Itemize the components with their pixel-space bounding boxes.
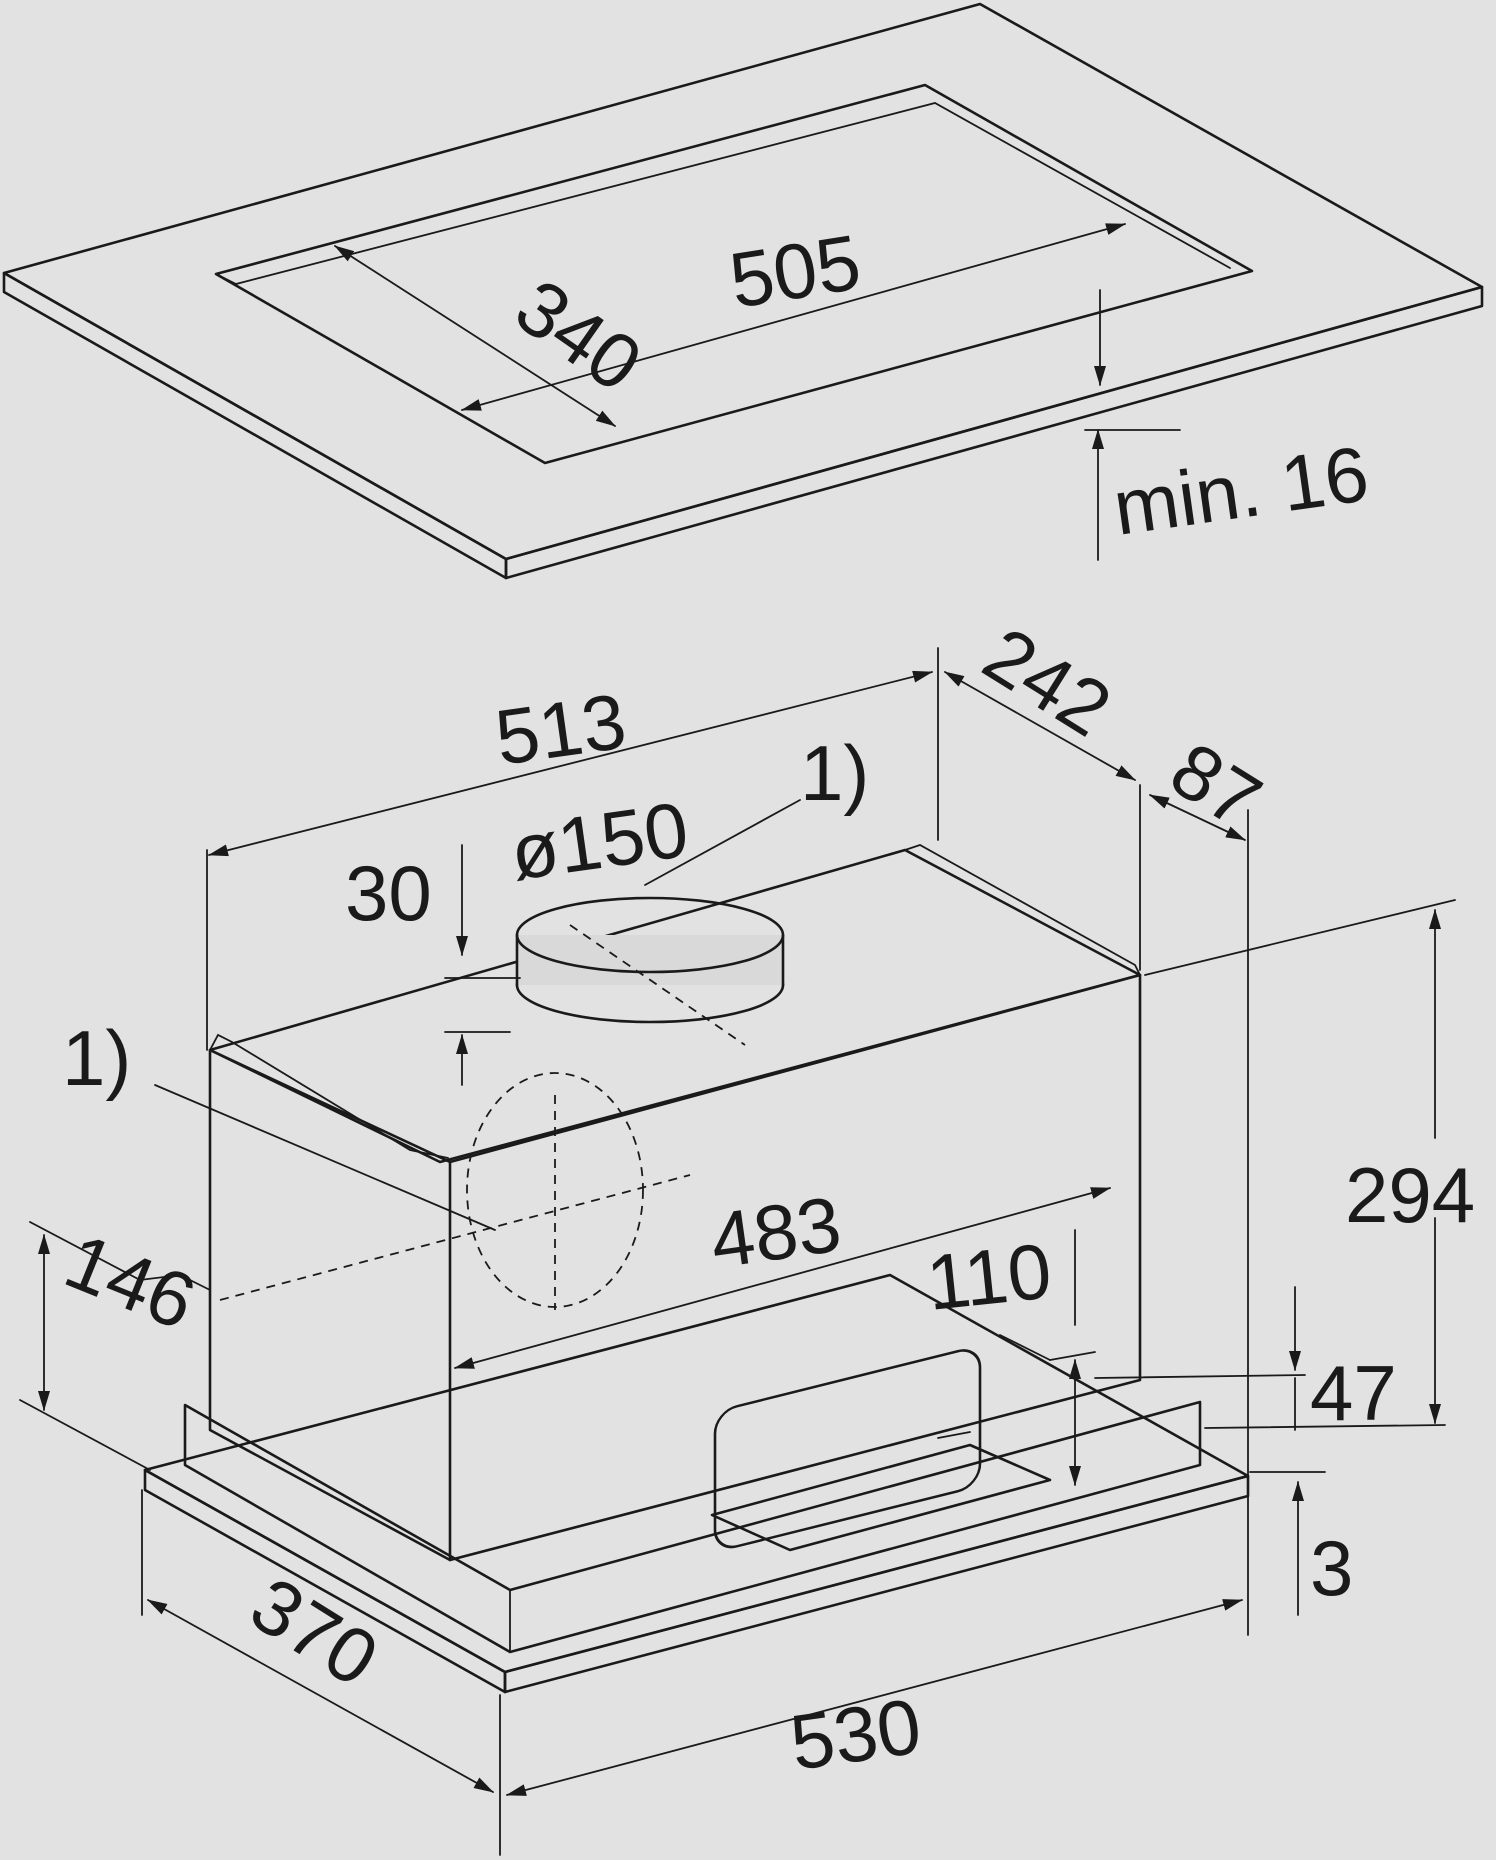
grip-base [710, 1443, 1052, 1552]
dim47-ext-top [1094, 1374, 1306, 1379]
dim110-ext-top2 [1049, 1351, 1096, 1361]
dim483-line [454, 1187, 1111, 1369]
width-530-label: 530 [785, 1682, 926, 1787]
grip-handle [713, 1349, 982, 1549]
depth-370-label: 370 [236, 1560, 393, 1704]
worktop-front-edge [2, 271, 508, 580]
connection-note-top: 1) [800, 729, 869, 817]
grip-clip [937, 1431, 971, 1439]
dim47-ext-bottom [1204, 1424, 1446, 1429]
cutout-inner-rim [215, 102, 1231, 285]
dim242-line [944, 671, 1136, 781]
base-panel-right-edge [503, 1474, 1250, 1694]
dim146-ext-top [29, 1221, 211, 1291]
width-dim-line [461, 223, 1126, 411]
side-146-label: 146 [54, 1216, 208, 1346]
spigot-height-label: 30 [345, 849, 432, 937]
grip-110-label: 110 [923, 1226, 1056, 1327]
extractor-unit [143, 844, 1250, 1694]
cutout-depth-label: 340 [500, 262, 657, 409]
dim294-ext-top [1144, 899, 1456, 976]
leader-side-connection [154, 1084, 496, 1231]
housing-top-flange-left [209, 1033, 449, 1159]
depth-242-label: 242 [969, 610, 1126, 754]
min-thickness-label: min. 16 [1108, 429, 1374, 552]
gap-3-label: 3 [1310, 1524, 1353, 1612]
leader-top-connection [644, 799, 801, 886]
cutout-dimensions [334, 223, 1181, 561]
dim146-ext-bottom [19, 1399, 151, 1471]
spigot-opening [515, 896, 785, 974]
width-483-label: 483 [705, 1180, 846, 1285]
cutout-width-label: 505 [724, 218, 866, 325]
height-294-label: 294 [1345, 1151, 1475, 1239]
dim513-line [208, 670, 933, 857]
side-connection-axis-h [219, 1174, 691, 1301]
spigot-axis-dash [569, 924, 746, 1046]
dim530-line [506, 1599, 1243, 1796]
frame-47-label: 47 [1310, 1349, 1397, 1437]
dim87-line [1149, 794, 1246, 841]
worktop-right-edge [504, 285, 1484, 580]
width-513-label: 513 [490, 677, 631, 782]
connection-note-side: 1) [62, 1014, 131, 1102]
dim110-ext-top [999, 1334, 1051, 1361]
spigot-wall [517, 935, 783, 985]
unit-dimensions [19, 647, 1456, 1856]
offset-87-label: 87 [1156, 725, 1276, 846]
spigot-diameter-label: ø150 [505, 785, 693, 897]
dim370-line [147, 1599, 494, 1793]
